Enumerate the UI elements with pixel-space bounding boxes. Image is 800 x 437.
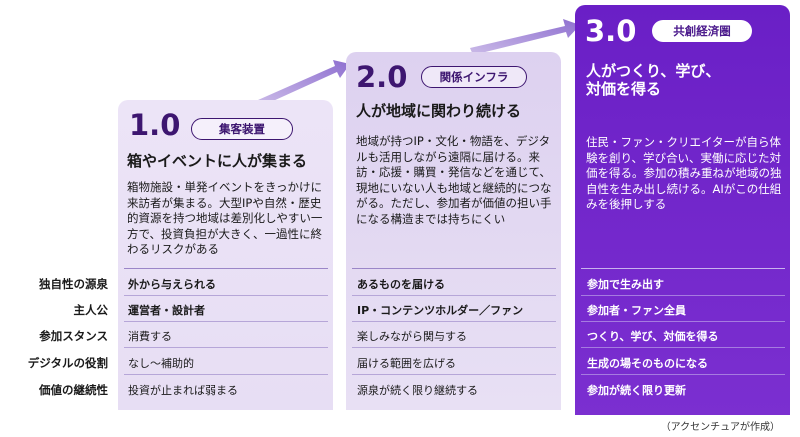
stage-2-description: 地域が持つIP・文化・物語を、デジタルも活用しながら遠隔に届ける。来訪・応援・購… [356,134,552,226]
row-label-stance: 参加スタンス [39,329,108,343]
stage-3-digital-role: 生成の場そのものになる [587,357,708,370]
stage-3-column [575,5,790,415]
stage-2-stance: 楽しみながら関与する [357,330,467,343]
stage-2-digital-role: 届ける範囲を広げる [357,357,456,370]
stage-2-column [346,52,561,410]
stage-1-continuity: 投資が止まれば弱まる [128,384,238,397]
stage-3-description: 住民・ファン・クリエイターが自ら体験を創り、学び合い、実働に応じた対価を得る。参… [586,135,782,212]
stage-3-badge: 共創経済圏 [652,20,752,42]
stage-1-column [118,100,333,410]
stage-3-uniqueness: 参加で生み出す [587,278,664,291]
source-note: （アクセンチュアが作成） [660,422,780,433]
stage-1-badge: 集客装置 [191,118,293,140]
stage-3-continuity: 参加が続く限り更新 [587,384,686,397]
stage-3-version: 3.0 [585,14,637,48]
stage-1-version: 1.0 [129,108,181,142]
row-label-uniqueness: 独自性の源泉 [39,277,108,291]
arrow-segment-2 [470,19,580,55]
stage-1-protagonist: 運営者・設計者 [128,304,205,317]
stage-1-description: 箱物施設・単発イベントをきっかけに来訪者が集まる。大型IPや自然・歴史的資源を持… [127,180,323,257]
stage-2-heading: 人が地域に関わり続ける [356,102,522,120]
stage-1-uniqueness: 外から与えられる [128,278,216,291]
stage-1-stance: 消費する [128,330,172,343]
stage-2-badge: 関係インフラ [421,66,527,88]
row-label-protagonist: 主人公 [73,303,109,317]
arrow-segment-1 [258,60,350,106]
stage-3-heading: 人がつくり、学び、対価を得る [586,62,721,98]
stage-2-version: 2.0 [356,60,408,94]
stage-1-digital-role: なし～補助的 [128,357,194,370]
row-label-continuity: 価値の継続性 [39,383,108,397]
stage-2-uniqueness: あるものを届ける [357,278,445,291]
stage-3-stance: つくり、学び、対価を得る [587,330,719,343]
stage-2-protagonist: IP・コンテンツホルダー／ファン [357,304,524,317]
row-label-digital-role: デジタルの役割 [27,356,108,370]
stage-2-continuity: 源泉が続く限り継続する [357,384,478,397]
stage-3-protagonist: 参加者・ファン全員 [587,304,686,317]
stage-1-heading: 箱やイベントに人が集まる [127,152,308,170]
